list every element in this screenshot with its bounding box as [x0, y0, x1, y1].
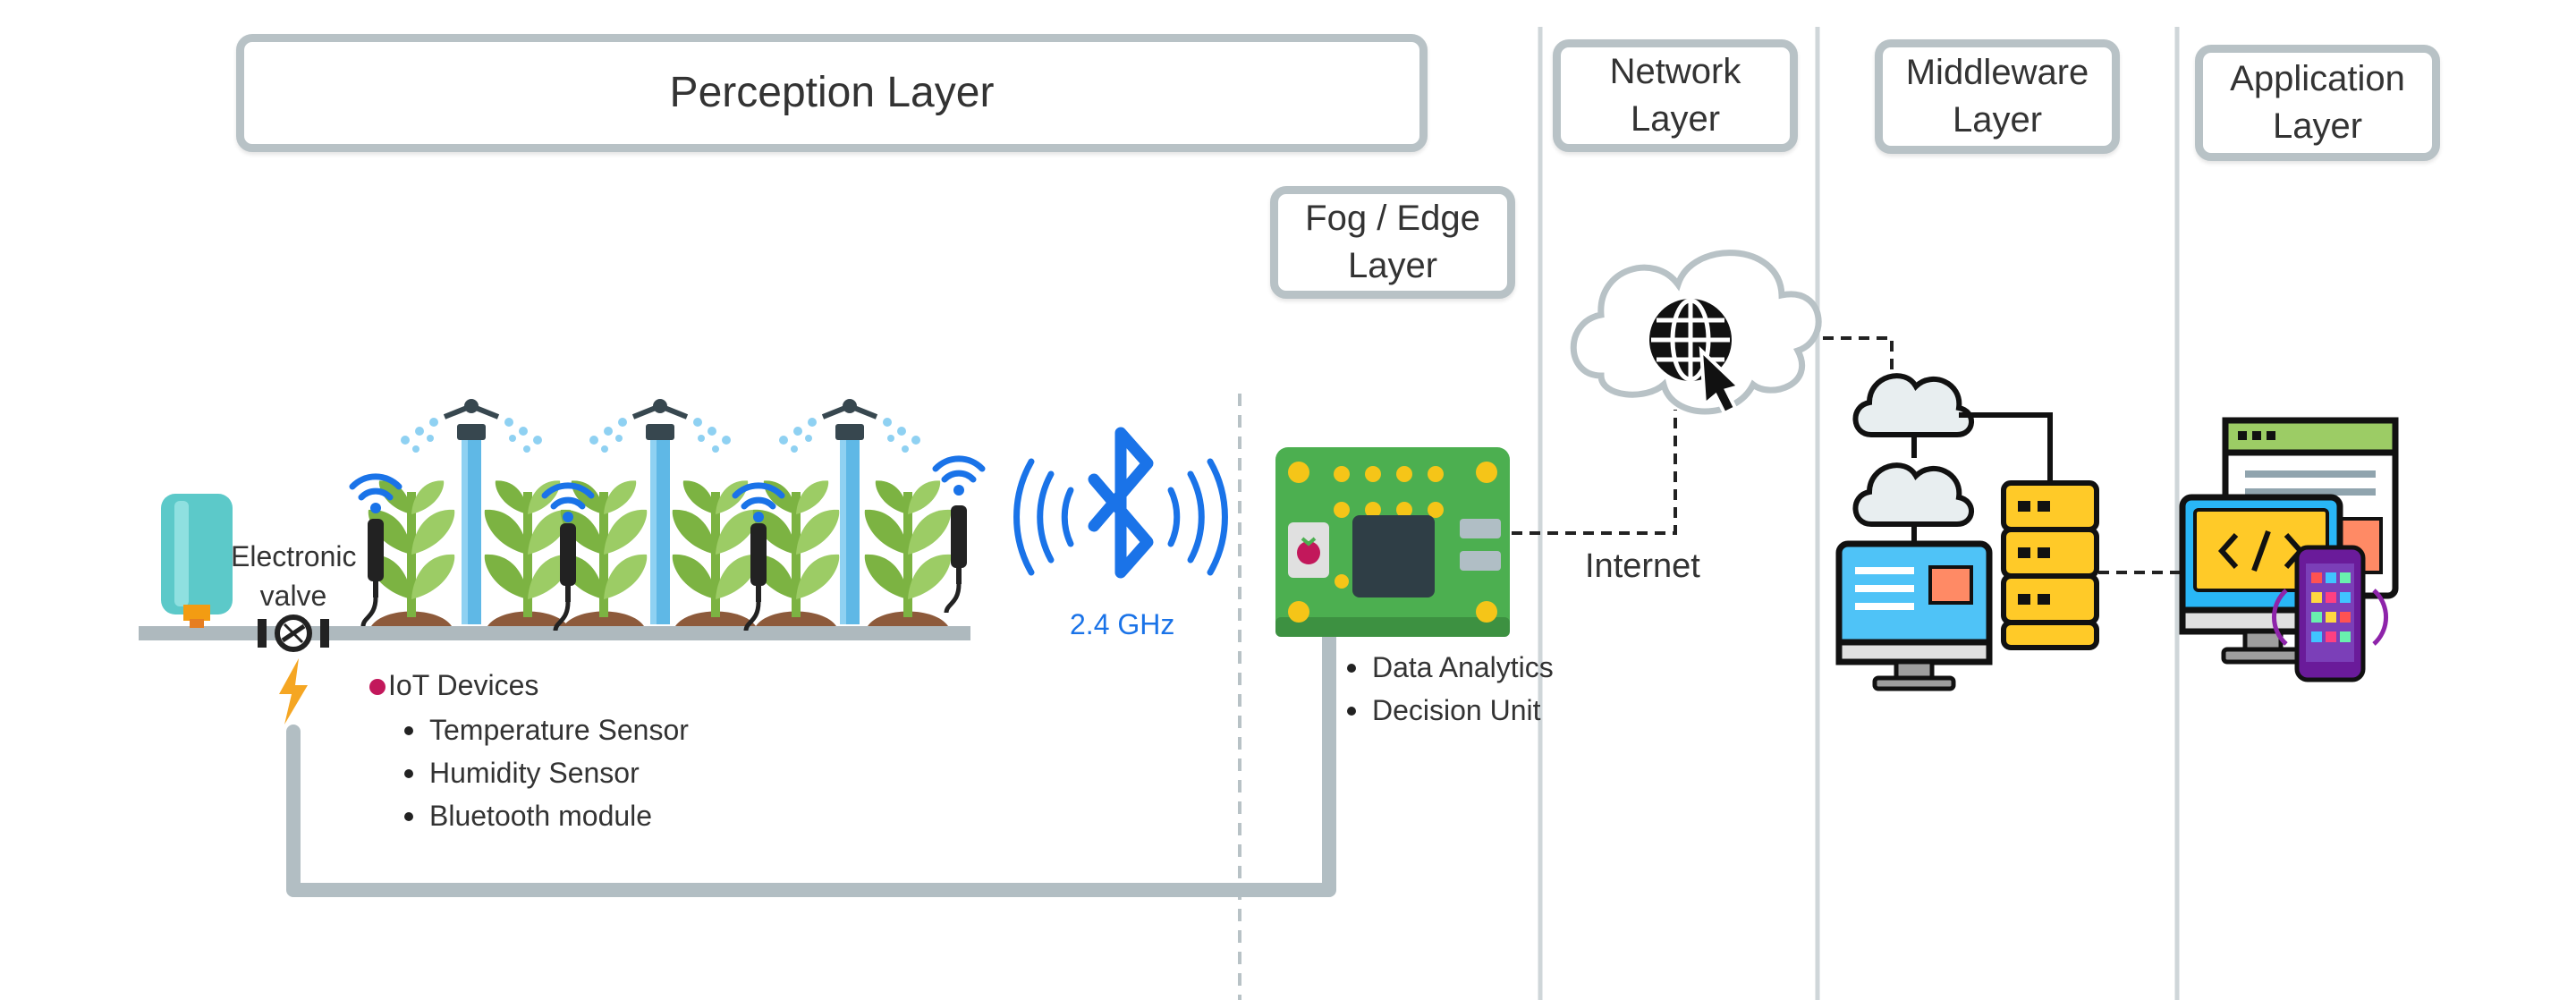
lightning-icon [279, 658, 308, 725]
application-layer-box: Application Layer [2195, 45, 2440, 161]
middleware-layer-box: Middleware Layer [1875, 39, 2120, 154]
cloud-globe-icon [1570, 250, 1822, 416]
perception-layer-box: Perception Layer [236, 34, 1428, 152]
perception-layer-title: Perception Layer [669, 69, 995, 117]
cloud-middleware-link [1805, 336, 1894, 374]
iot-device-item: Temperature Sensor [404, 708, 689, 751]
iot-device-list: Temperature Sensor Humidity Sensor Bluet… [404, 708, 689, 837]
middleware-title-line1: Middleware [1905, 53, 2089, 93]
application-title-line1: Application [2230, 59, 2405, 99]
iot-device-item: Bluetooth module [404, 794, 689, 837]
middleware-title-line2: Layer [1952, 100, 2043, 140]
app-devices-icon [2179, 417, 2399, 682]
control-cable [286, 630, 1336, 897]
edge-function-item: Decision Unit [1347, 689, 1554, 732]
valve-label-line1: Electronic [231, 540, 357, 572]
bluetooth-frequency-label: 2.4 GHz [1070, 608, 1175, 640]
bluetooth-icon [1013, 427, 1228, 579]
application-title-line2: Layer [2272, 106, 2363, 146]
raspberry-pi-board-icon [1275, 447, 1510, 637]
fog-edge-title-line1: Fog / Edge [1305, 199, 1480, 239]
fog-edge-layer-box: Fog / Edge Layer [1270, 186, 1515, 299]
fog-edge-title-line2: Layer [1347, 246, 1438, 285]
irrigation-pipe [139, 626, 970, 640]
iot-device-item: Humidity Sensor [404, 751, 689, 794]
network-title-line2: Layer [1630, 99, 1721, 139]
valve-label-line2: valve [259, 580, 327, 612]
cloud-server-icon [1835, 373, 2099, 691]
internet-link [1512, 410, 1677, 535]
water-tank-icon [161, 494, 233, 628]
network-title-line1: Network [1609, 52, 1741, 92]
valve-label: Electronic valve [231, 537, 357, 615]
iot-devices-title: IoT Devices [388, 669, 539, 701]
edge-function-item: Data Analytics [1347, 646, 1554, 689]
valve-icon [258, 614, 329, 652]
network-layer-box: Network Layer [1553, 39, 1798, 152]
iot-red-bullet [369, 679, 386, 695]
crop-row [352, 399, 982, 631]
edge-function-list: Data Analytics Decision Unit [1347, 646, 1554, 732]
internet-label: Internet [1585, 547, 1700, 585]
